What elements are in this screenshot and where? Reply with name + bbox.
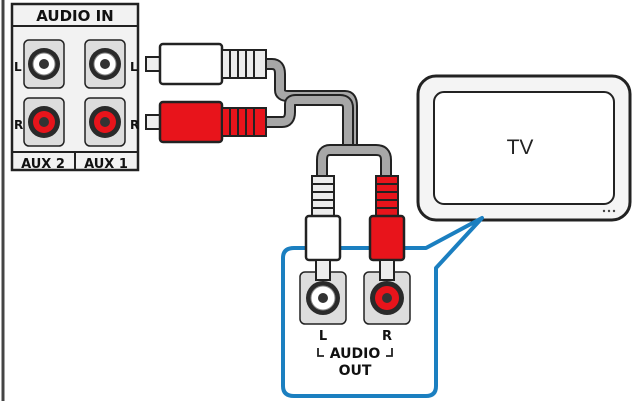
panel-left-channel-label-aux2: L: [14, 60, 22, 74]
tv-audio-out-left-jack[interactable]: [299, 271, 347, 325]
panel-left-channel-label-aux1: L: [130, 60, 138, 74]
audio-in-panel: AUDIO IN AUX 2 AUX 1 L R L R: [1, 0, 140, 401]
source-right-label: R: [382, 329, 392, 344]
audio-out-callout: L R AUDIO OUT: [281, 175, 484, 398]
panel-right-channel-label-aux1: R: [130, 118, 139, 132]
aux2-right-jack[interactable]: [23, 97, 65, 147]
left-white-plug[interactable]: [145, 42, 267, 86]
panel-right-channel-label-aux2: R: [14, 118, 23, 132]
aux1-left-jack[interactable]: [84, 39, 126, 89]
aux2-left-jack[interactable]: [23, 39, 65, 89]
left-bracket: [317, 348, 324, 357]
source-left-label: L: [319, 329, 327, 344]
aux2-label: AUX 2: [21, 157, 65, 172]
audio-out-title-line2: OUT: [339, 363, 372, 379]
tv: TV: [416, 74, 632, 222]
audio-cable: [265, 58, 392, 176]
audio-in-title: AUDIO IN: [36, 7, 113, 25]
source-red-plug[interactable]: [368, 175, 406, 281]
left-red-plug[interactable]: [145, 100, 267, 144]
audio-out-title-line1: AUDIO: [330, 346, 381, 362]
aux1-label: AUX 1: [84, 157, 128, 172]
right-bracket: [386, 348, 393, 357]
tv-label: TV: [507, 136, 534, 159]
aux1-right-jack[interactable]: [84, 97, 126, 147]
source-white-plug[interactable]: [304, 175, 342, 281]
tv-audio-out-right-jack[interactable]: [363, 271, 411, 325]
